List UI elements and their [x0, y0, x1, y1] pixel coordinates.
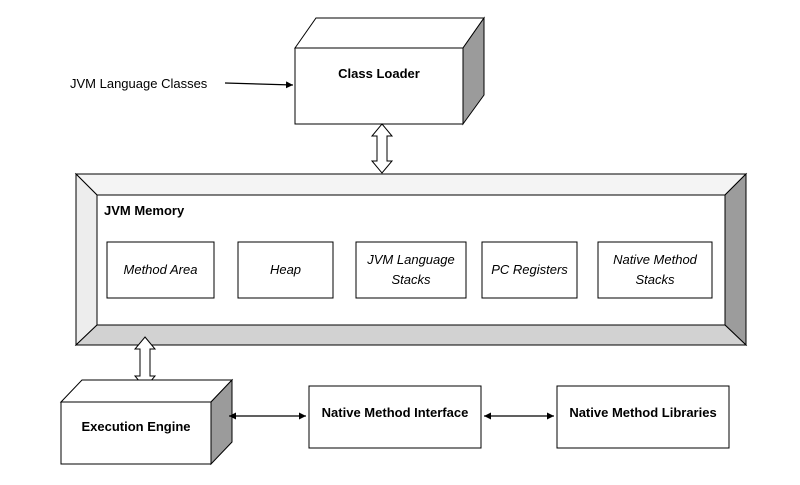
native-method-libraries-label: Native Method Libraries	[569, 405, 717, 420]
jvm-language-classes-label: JVM Language Classes	[70, 76, 208, 91]
class-loader-label: Class Loader	[338, 66, 420, 81]
classes-to-loader-arrow	[224, 81, 294, 89]
native-method-interface-label: Native Method Interface	[321, 405, 469, 420]
pc-registers-box	[481, 241, 578, 299]
execution-engine-label: Execution Engine	[81, 419, 191, 434]
class-loader-box	[294, 16, 485, 126]
heap-box	[237, 241, 334, 299]
native-method-interface-box	[308, 385, 482, 449]
loader-memory-double-arrow	[370, 123, 394, 174]
jvm-language-stacks-box	[355, 241, 467, 299]
jvm-memory-title: JVM Memory	[104, 203, 185, 218]
execution-engine-box	[59, 378, 234, 466]
method-area-label: Method Area	[123, 262, 198, 277]
native-method-libraries-box	[556, 385, 730, 449]
native-method-stacks-box	[597, 241, 713, 299]
native-method-stacks-label: Native Method Stacks	[613, 252, 697, 287]
jvm-language-stacks-label: JVM Language Stacks	[367, 252, 455, 287]
heap-label: Heap	[269, 262, 302, 277]
pc-registers-label: PC Registers	[491, 262, 568, 277]
method-area-box	[106, 241, 215, 299]
